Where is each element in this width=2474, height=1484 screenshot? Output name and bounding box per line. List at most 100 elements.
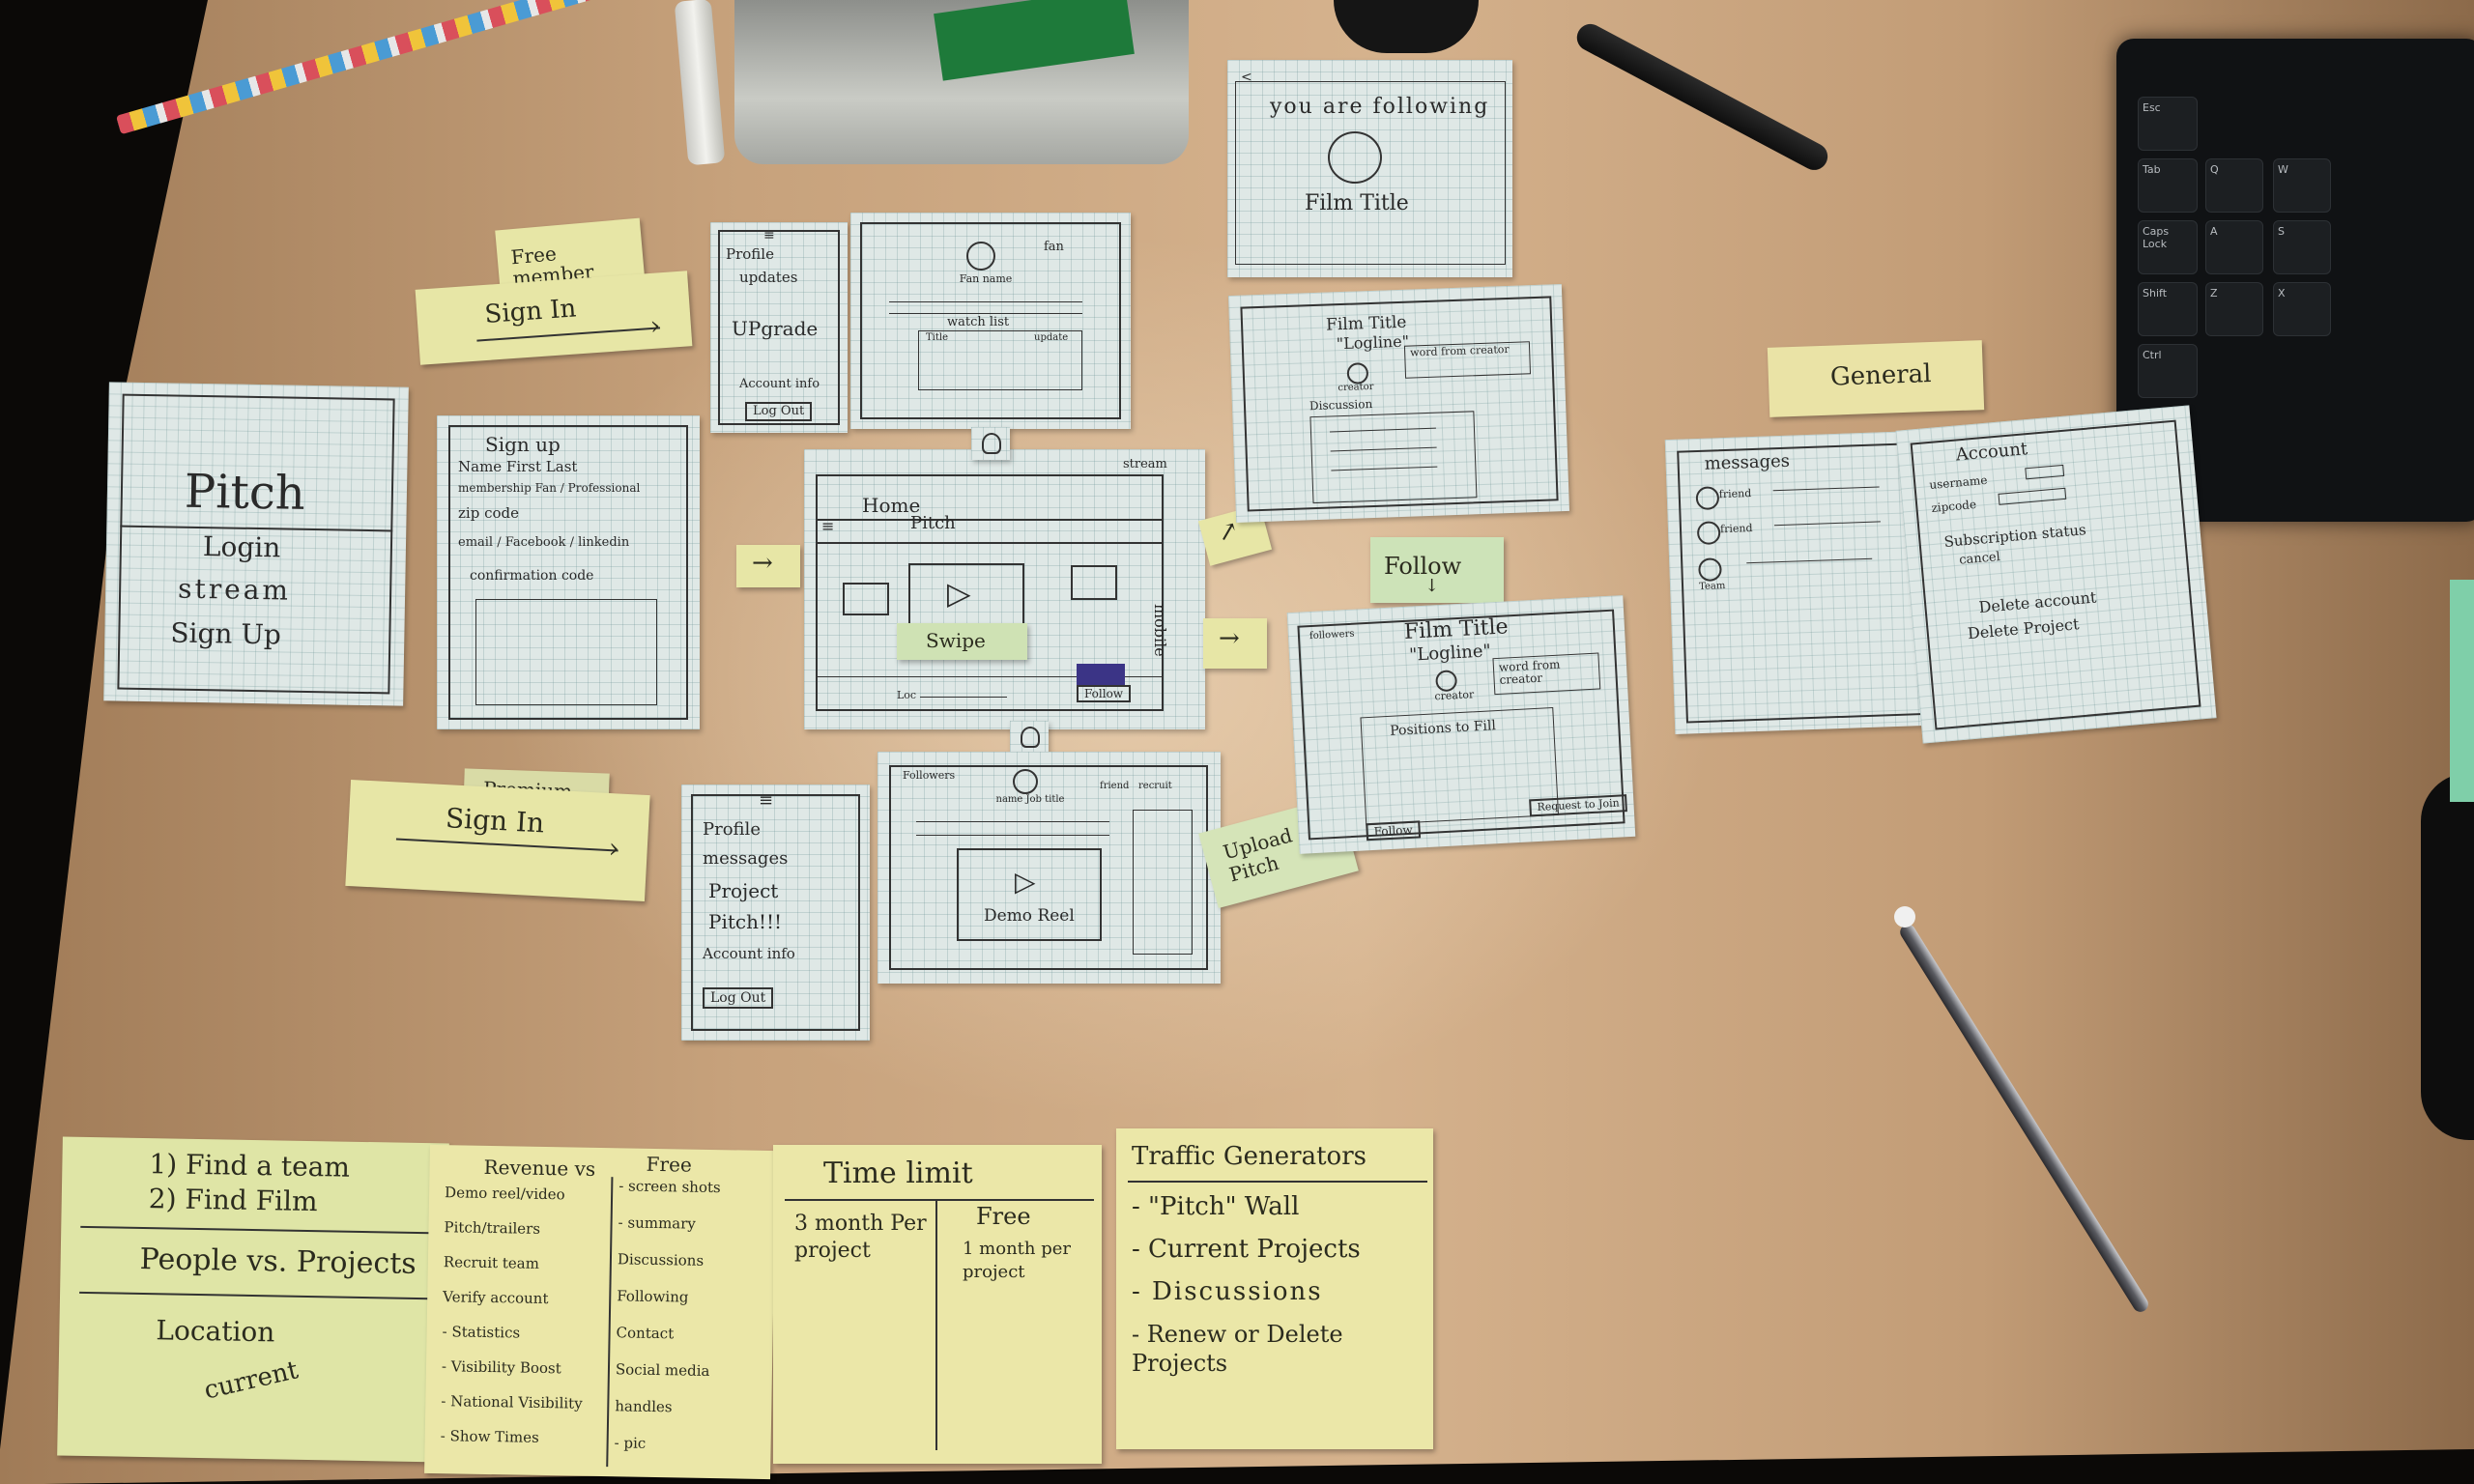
thumb-right[interactable] [1071, 565, 1117, 600]
avatar-icon [966, 242, 995, 271]
following-title: you are following [1270, 95, 1490, 119]
fan-line-2 [889, 313, 1082, 314]
general-text: General [1829, 359, 1932, 392]
stylus-tip [1894, 906, 1915, 928]
signup-box [475, 599, 657, 705]
fan-name-label: Fan name [959, 272, 1013, 285]
note-time-limit: Time limit 3 month Per project Free 1 mo… [773, 1145, 1102, 1464]
free-menu-updates[interactable]: updates [739, 269, 798, 286]
dark-right-object [2421, 773, 2474, 1140]
start-signup[interactable]: Sign Up [170, 616, 282, 651]
note1-line-3: People vs. Projects [139, 1241, 417, 1281]
signup-title: Sign up [485, 433, 561, 456]
signup-line-4: email / Facebook / linkedin [458, 535, 630, 550]
film1-logline: "Logline" [1336, 331, 1410, 354]
loc-slider[interactable] [920, 697, 1007, 698]
following-card: < you are following Film Title [1227, 60, 1512, 277]
discussion-box [1309, 411, 1478, 504]
premium-menu-pitch[interactable]: Pitch!!! [708, 910, 783, 933]
premium-menu-logout[interactable]: Log Out [703, 987, 774, 1009]
arrow-head: › [607, 832, 620, 865]
note3-divider [785, 1199, 1094, 1201]
arrow-down-icon: ↓ [1424, 576, 1440, 596]
note-traffic: Traffic Generators - "Pitch" Wall - Curr… [1116, 1128, 1433, 1449]
messages-row-2[interactable]: friend [1719, 522, 1753, 536]
note3-right-title: Free [976, 1203, 1031, 1230]
home-frame [816, 474, 1164, 711]
note1-line-4: Location [156, 1314, 275, 1349]
start-card: Pitch Login stream Sign Up [103, 382, 409, 706]
menu-icon[interactable]: ≡ [821, 517, 835, 535]
home-corner: stream [1123, 457, 1167, 471]
premium-menu-account[interactable]: Account info [703, 945, 795, 962]
free-menu-account[interactable]: Account info [739, 377, 820, 391]
following-frame [1235, 81, 1506, 265]
play-icon[interactable]: ▷ [1015, 866, 1036, 898]
signup-line-1: Name First Last [458, 458, 578, 475]
green-edge-object [2450, 580, 2474, 802]
home-card: stream Home ≡ Pitch ▷ mobile Swipe Loc F… [804, 449, 1205, 729]
free-menu-logout[interactable]: Log Out [745, 402, 813, 421]
keyboard-key: Q [2205, 158, 2263, 213]
note1-divider-1 [80, 1225, 439, 1235]
keyboard-key: X [2273, 282, 2331, 336]
premium-menu-messages[interactable]: messages [703, 848, 789, 869]
keyboard-key: Shift [2138, 282, 2198, 336]
free-menu-card: ≡ Profile updates UPgrade Account info L… [710, 222, 848, 433]
film1-discussion: Discussion [1309, 396, 1373, 414]
start-login[interactable]: Login [202, 530, 281, 564]
fan-line-1 [889, 301, 1082, 302]
premium-friend[interactable]: friend [1100, 781, 1130, 791]
start-stream[interactable]: stream [177, 572, 292, 607]
note2-list-item: handles [615, 1397, 673, 1416]
note2-divider [606, 1177, 614, 1468]
follow-note-text[interactable]: Follow [1384, 553, 1462, 580]
home-follow[interactable]: Follow [1077, 685, 1132, 702]
demo-reel-frame[interactable] [957, 848, 1102, 941]
black-cap [1334, 0, 1479, 53]
back-icon[interactable]: < [1241, 70, 1252, 85]
arrow-icon: → [1219, 624, 1240, 653]
note2-list-item: Pitch/trailers [444, 1218, 541, 1238]
premium-side-panel [1133, 810, 1193, 955]
note2-list-item: - Statistics [442, 1323, 521, 1342]
note2-left-title: Revenue vs [483, 1155, 596, 1181]
keyboard-key: Ctrl [2138, 344, 2198, 398]
note4-line-3: - Discussions [1132, 1277, 1323, 1306]
free-menu-upgrade[interactable]: UPgrade [732, 317, 819, 340]
keyboard-key: Tab [2138, 158, 2198, 213]
note2-list-item: - screen shots [618, 1177, 721, 1197]
free-menu-profile[interactable]: Profile [726, 245, 774, 263]
note2-list-item: - pic [614, 1434, 647, 1452]
keyboard-key: A [2205, 220, 2263, 274]
arrow-head: › [648, 311, 662, 342]
note3-vertical [935, 1199, 937, 1450]
note2-list-item: Recruit team [443, 1253, 540, 1272]
arrow-note-1: → [736, 545, 800, 587]
note4-line-2: - Current Projects [1132, 1235, 1361, 1264]
film-card-2: followers Film Title "Logline" creator w… [1286, 595, 1636, 854]
hamburger-icon[interactable]: ≡ [763, 228, 775, 243]
premium-line-2 [916, 835, 1109, 836]
keyboard-key: W [2273, 158, 2331, 213]
premium-corner: Followers [903, 769, 956, 782]
free-signin-arrow [476, 327, 661, 342]
hamburger-icon[interactable]: ≡ [759, 790, 774, 811]
premium-menu-project[interactable]: Project [708, 879, 779, 902]
follow-note: Follow ↓ [1370, 537, 1504, 603]
home-header-line-2 [816, 542, 1164, 544]
home-header: Pitch [910, 513, 956, 533]
film2-follow[interactable]: Follow [1366, 820, 1422, 842]
play-icon[interactable]: ▷ [947, 575, 971, 612]
premium-recruit[interactable]: recruit [1138, 781, 1172, 791]
messages-row-1[interactable]: friend [1718, 487, 1752, 501]
messages-row-3[interactable]: Team [1698, 581, 1726, 593]
home-side: mobile [1151, 604, 1169, 657]
premium-menu-profile[interactable]: Profile [703, 819, 761, 840]
thumb-left[interactable] [843, 583, 889, 615]
film2-creator: creator [1434, 688, 1475, 703]
keyboard-key: Z [2205, 282, 2263, 336]
keyboard-key: S [2273, 220, 2331, 274]
